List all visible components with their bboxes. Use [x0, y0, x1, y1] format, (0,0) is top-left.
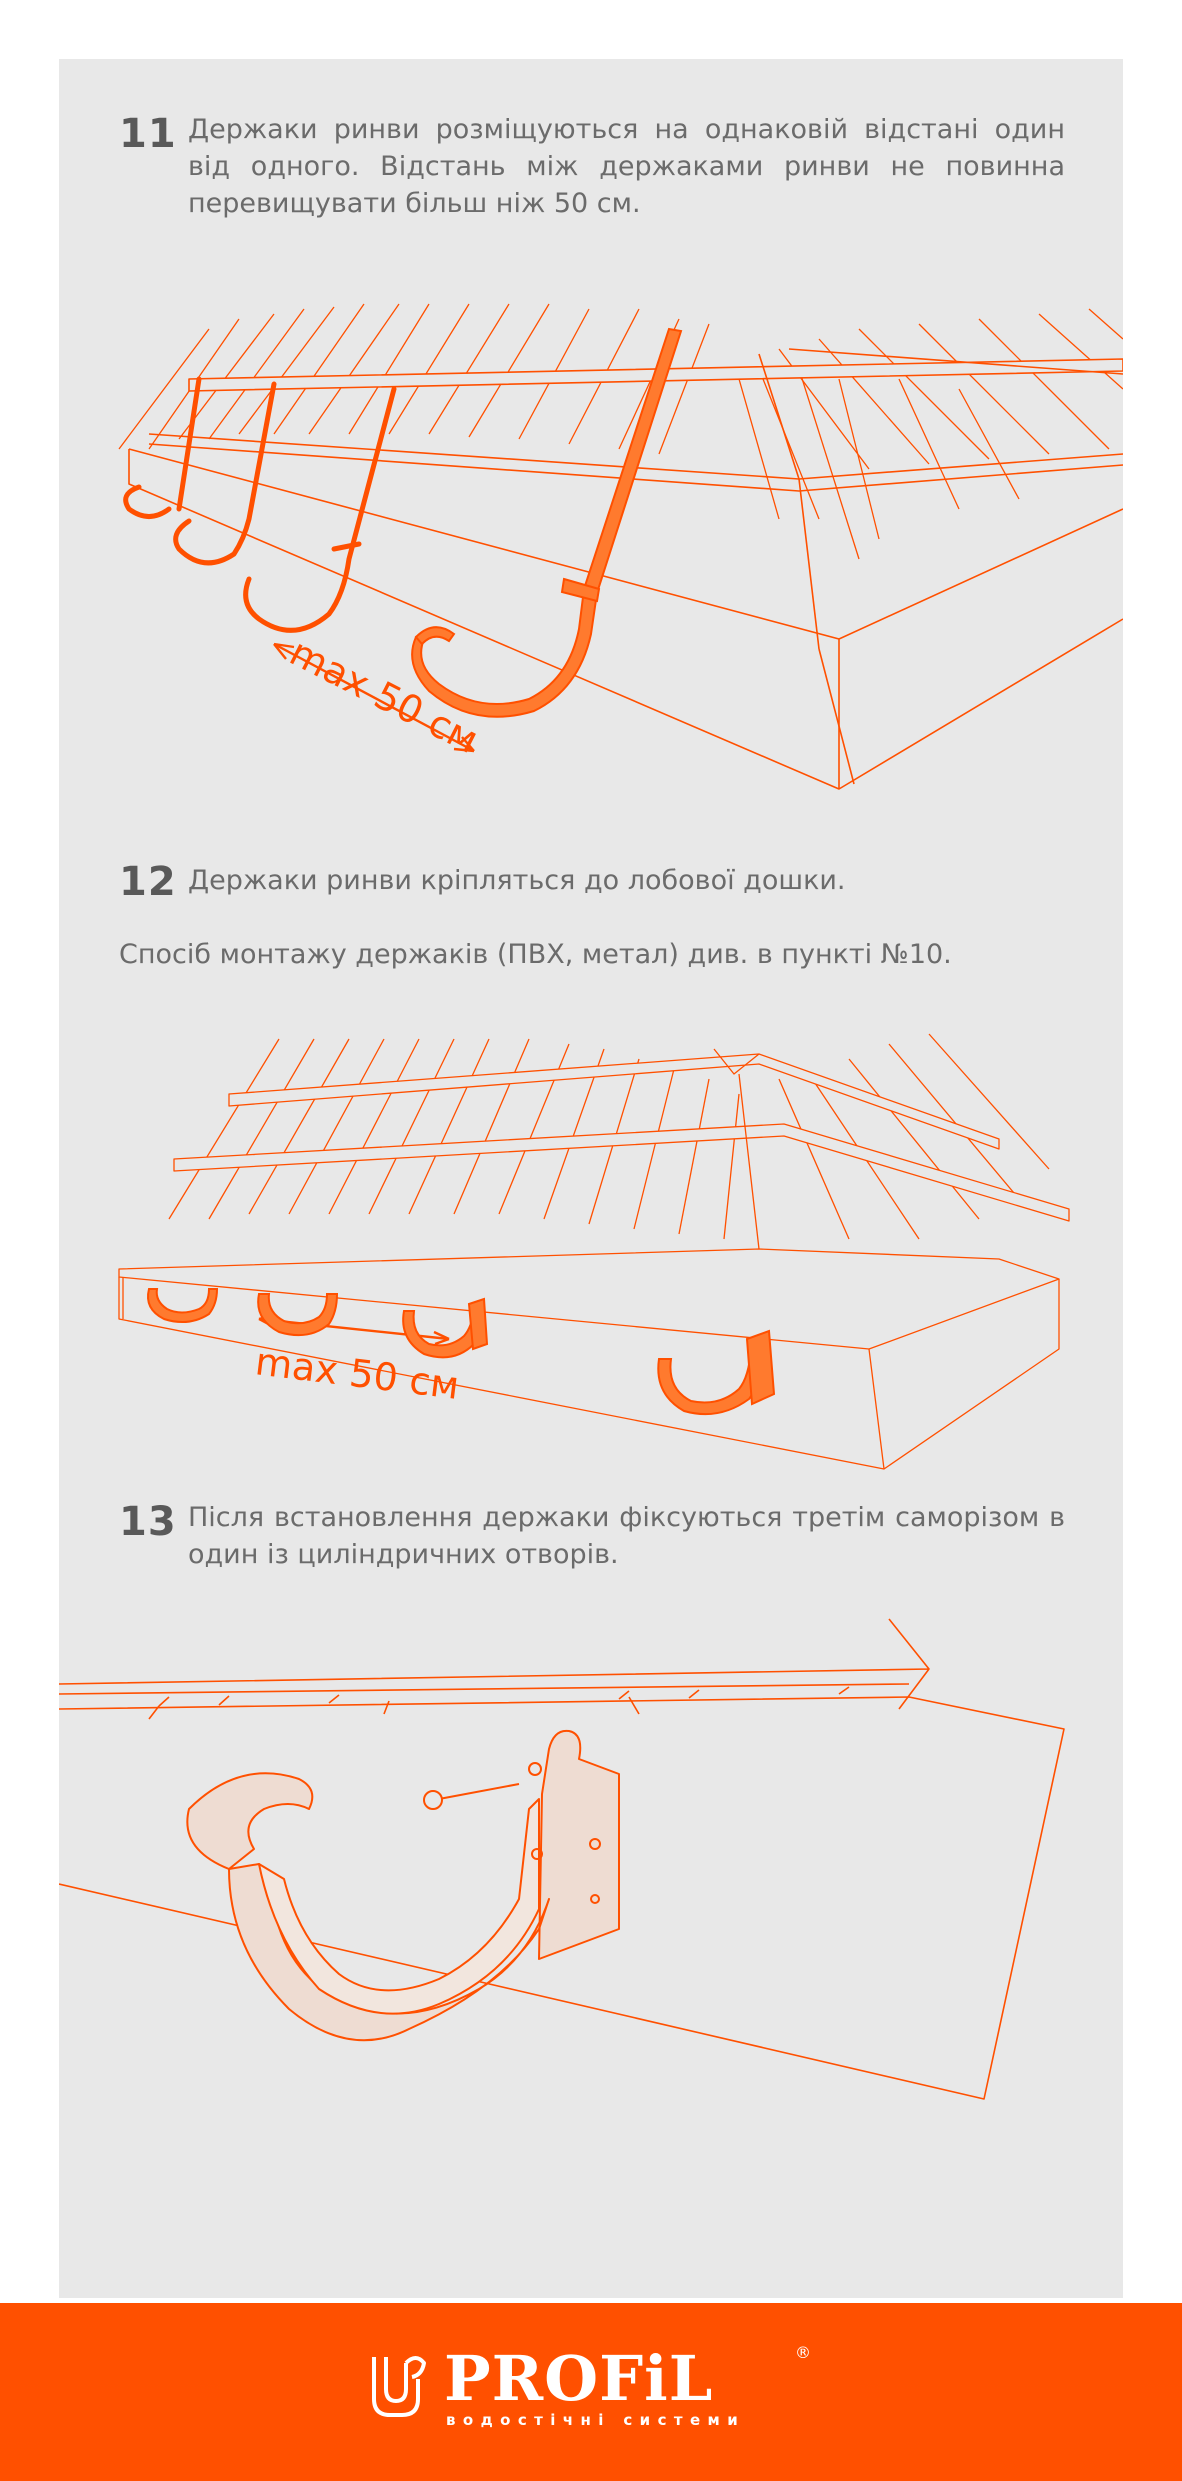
step-number: 12 [119, 859, 177, 905]
registered-mark: ® [795, 2343, 811, 2362]
step-text: Після встановлення держаки фіксуються тр… [188, 1502, 1065, 1570]
drop-leaf-logo-icon [372, 2356, 426, 2417]
figure-hook-screw-detail [59, 1618, 1065, 2100]
step-12-note: Спосіб монтажу держаків (ПВХ, метал) див… [119, 939, 952, 970]
figure-roof-hooks-metal: max 50 см [118, 303, 1123, 790]
step-text: Держаки ринви кріпляться до лобової дошк… [188, 865, 846, 896]
step-number: 11 [119, 111, 177, 157]
step-13: 13 Після встановлення держаки фіксуються… [119, 1499, 1065, 1579]
step-text: Держаки ринви розміщуються на однаковій … [188, 114, 1065, 219]
brand-name: PROFiL [444, 2342, 714, 2415]
brand-tagline: водостічні системи [446, 2411, 746, 2429]
footer-brand-bar: PROFiL ® водостічні системи [0, 2303, 1182, 2481]
figure-roof-hooks-pvc: max 50 см [118, 1033, 1070, 1470]
step-11: 11 Держаки ринви розміщуються на однаков… [119, 111, 1065, 231]
step-12: 12 Держаки ринви кріпляться до лобової д… [119, 859, 1065, 909]
instruction-panel: 11 Держаки ринви розміщуються на однаков… [59, 59, 1123, 2298]
step-number: 13 [119, 1499, 177, 1545]
